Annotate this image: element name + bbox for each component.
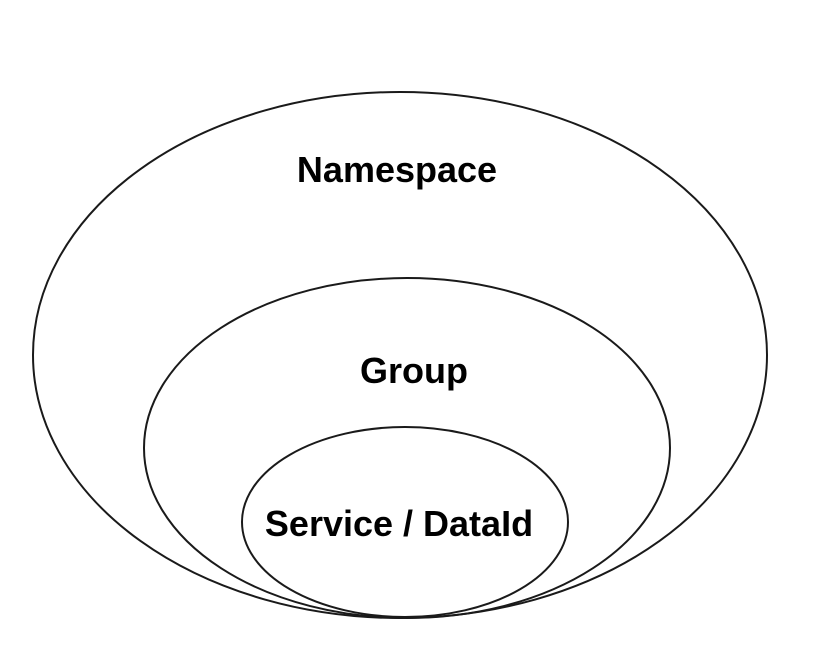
group-label: Group xyxy=(360,350,468,391)
namespace-label: Namespace xyxy=(297,149,497,190)
service-dataid-label: Service / DataId xyxy=(265,503,533,544)
service-dataid-ellipse xyxy=(241,426,569,618)
group-ellipse xyxy=(143,277,671,619)
